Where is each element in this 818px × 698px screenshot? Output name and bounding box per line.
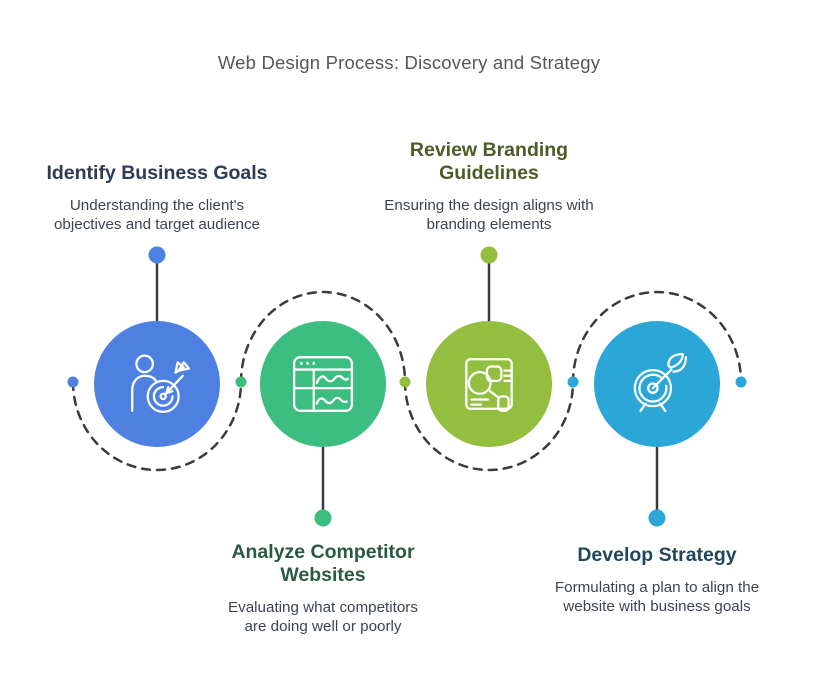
desc-line: objectives and target audience [53, 215, 261, 233]
rail-dot-3 [399, 376, 411, 388]
connector-stems [155, 261, 659, 512]
step-1-heading: Identify Business Goals [22, 162, 292, 185]
desc-line: Understanding the client's [69, 197, 245, 214]
desc-line: branding elements [426, 215, 552, 233]
rail-dot-5 [735, 376, 747, 388]
step-4-description: Formulating a plan to align the website … [522, 579, 792, 616]
step-circle-1 [94, 321, 220, 447]
step-1-description: Understanding the client's objectives an… [22, 197, 292, 234]
desc-line: Formulating a plan to align the [554, 579, 760, 596]
label-dot-step-2 [314, 509, 332, 527]
step-3-description: Ensuring the design aligns with branding… [354, 197, 624, 234]
desc-line: Ensuring the design aligns with [384, 197, 594, 214]
label-dot-step-3 [480, 246, 498, 264]
step-1-block: Identify Business Goals Understanding th… [22, 130, 292, 234]
step-4-block: Develop Strategy Formulating a plan to a… [522, 544, 792, 616]
desc-line: website with business goals [563, 597, 751, 615]
step-4-heading: Develop Strategy [522, 544, 792, 567]
brand-board-icon [465, 358, 513, 412]
step-2-description: Evaluating what competitors are doing we… [188, 599, 458, 636]
step-2-heading: Analyze Competitor Websites [188, 541, 458, 587]
rail-dot-2 [235, 376, 247, 388]
rail-dot-4 [567, 376, 579, 388]
heading-line: Identify Business Goals [46, 162, 268, 184]
person-target-icon [131, 354, 190, 413]
step-circle-2 [260, 321, 386, 447]
heading-line: Websites [280, 564, 366, 586]
target-arrow-icon [633, 352, 688, 412]
step-3-block: Review Branding Guidelines Ensuring the … [354, 130, 624, 234]
step-2-block: Analyze Competitor Websites Evaluating w… [188, 541, 458, 636]
step-circle-3 [426, 321, 552, 447]
page-title: Web Design Process: Discovery and Strate… [217, 52, 601, 73]
desc-line: Evaluating what competitors [228, 599, 418, 616]
heading-line: Review Branding [409, 139, 569, 161]
heading-line: Guidelines [439, 162, 539, 184]
desc-line: are doing well or poorly [244, 617, 402, 635]
label-dot-step-4 [648, 509, 666, 527]
label-dot-step-1 [148, 246, 166, 264]
heading-line: Develop Strategy [577, 544, 737, 566]
rail-dot-1 [67, 376, 79, 388]
browser-analytics-icon [292, 356, 354, 412]
step-3-heading: Review Branding Guidelines [354, 139, 624, 185]
heading-line: Analyze Competitor [231, 541, 415, 563]
